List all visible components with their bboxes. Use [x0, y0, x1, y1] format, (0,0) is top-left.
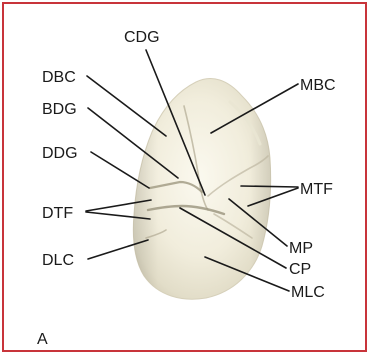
leader-mtf-a	[241, 186, 298, 187]
label-mbc: MBC	[300, 77, 336, 94]
label-mtf: MTF	[300, 181, 333, 198]
label-cp: CP	[289, 261, 311, 278]
label-mp: MP	[289, 240, 313, 257]
leader-dbc	[87, 76, 166, 136]
label-dlc: DLC	[42, 252, 74, 269]
label-mlc: MLC	[291, 284, 325, 301]
label-dbc: DBC	[42, 69, 76, 86]
panel-letter: A	[37, 331, 48, 348]
label-dtf: DTF	[42, 205, 73, 222]
label-ddg: DDG	[42, 145, 78, 162]
label-bdg: BDG	[42, 101, 77, 118]
label-cdg: CDG	[124, 29, 160, 46]
